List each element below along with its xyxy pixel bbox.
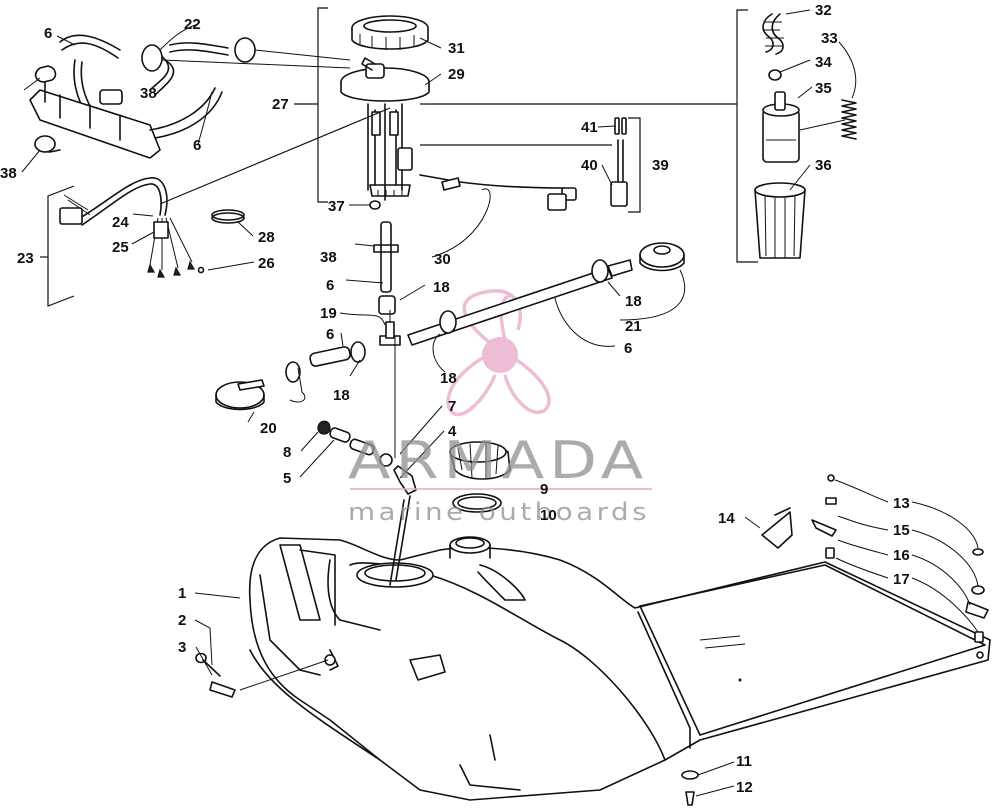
sender-harness [419, 117, 628, 211]
callout-22: 22 [184, 16, 201, 33]
filler-cap [449, 441, 511, 480]
callout-6-left: 6 [193, 137, 201, 154]
callout-40: 40 [581, 157, 598, 174]
callout-37: 37 [328, 198, 345, 215]
callout-38-center: 38 [320, 249, 337, 266]
callout-14: 14 [718, 510, 735, 527]
callout-19: 19 [320, 305, 337, 322]
group-brackets [40, 7, 758, 307]
callout-35: 35 [815, 80, 832, 97]
callout-2: 2 [178, 612, 186, 629]
callout-32: 32 [815, 2, 832, 19]
callout-9: 9 [540, 481, 548, 498]
callout-16: 16 [893, 547, 910, 564]
callout-18-right: 18 [625, 293, 642, 310]
callout-6-lower: 6 [326, 326, 334, 343]
callout-15: 15 [893, 522, 910, 539]
cap-gasket [452, 493, 502, 513]
callout-27: 27 [272, 96, 289, 113]
callout-5: 5 [283, 470, 291, 487]
callout-18-lower: 18 [333, 387, 350, 404]
callout-3: 3 [178, 639, 186, 656]
callout-33: 33 [821, 30, 838, 47]
callout-31: 31 [448, 40, 465, 57]
callout-13: 13 [893, 495, 910, 512]
callout-34: 34 [815, 54, 832, 71]
callout-30: 30 [434, 251, 451, 268]
callout-36: 36 [815, 157, 832, 174]
callout-6-right: 6 [624, 340, 632, 357]
callout-18-mid: 18 [440, 370, 457, 387]
watermark: ARMADA marine outboards [348, 431, 652, 526]
wire-harness [59, 177, 245, 278]
callout-25: 25 [112, 239, 129, 256]
leader-lines [21, 9, 979, 797]
callout-1: 1 [178, 585, 186, 602]
callout-21: 21 [625, 318, 642, 335]
callout-6-center: 6 [326, 277, 334, 294]
callout-29: 29 [448, 66, 465, 83]
callout-8: 8 [283, 444, 291, 461]
mounting-hardware [195, 474, 989, 806]
callout-23: 23 [17, 250, 34, 267]
pump-parts [754, 13, 857, 259]
callout-18-center: 18 [433, 279, 450, 296]
callout-20: 20 [260, 420, 277, 437]
callout-24: 24 [112, 214, 129, 231]
watermark-brand: ARMADA [348, 431, 648, 491]
callout-17: 17 [893, 571, 910, 588]
callout-7: 7 [448, 398, 456, 415]
callout-12: 12 [736, 779, 753, 796]
fuel-line-assembly [215, 221, 685, 586]
callout-38-left: 38 [0, 165, 17, 182]
callout-41: 41 [581, 119, 598, 136]
callout-4: 4 [448, 423, 457, 440]
fuel-tank [248, 536, 991, 801]
callout-26: 26 [258, 255, 275, 272]
callout-28: 28 [258, 229, 275, 246]
callout-6-top: 6 [44, 25, 52, 42]
callout-39: 39 [652, 157, 669, 174]
fuel-pump-module [340, 15, 430, 210]
callout-11: 11 [736, 753, 752, 770]
callout-10: 10 [540, 507, 557, 524]
watermark-tagline: marine outboards [348, 498, 650, 526]
fuel-rail-assembly [29, 34, 351, 159]
callout-labels: 1 2 3 4 5 6 6 6 6 6 7 8 9 10 11 12 13 14… [0, 2, 910, 796]
callout-38-rail: 38 [140, 85, 157, 102]
